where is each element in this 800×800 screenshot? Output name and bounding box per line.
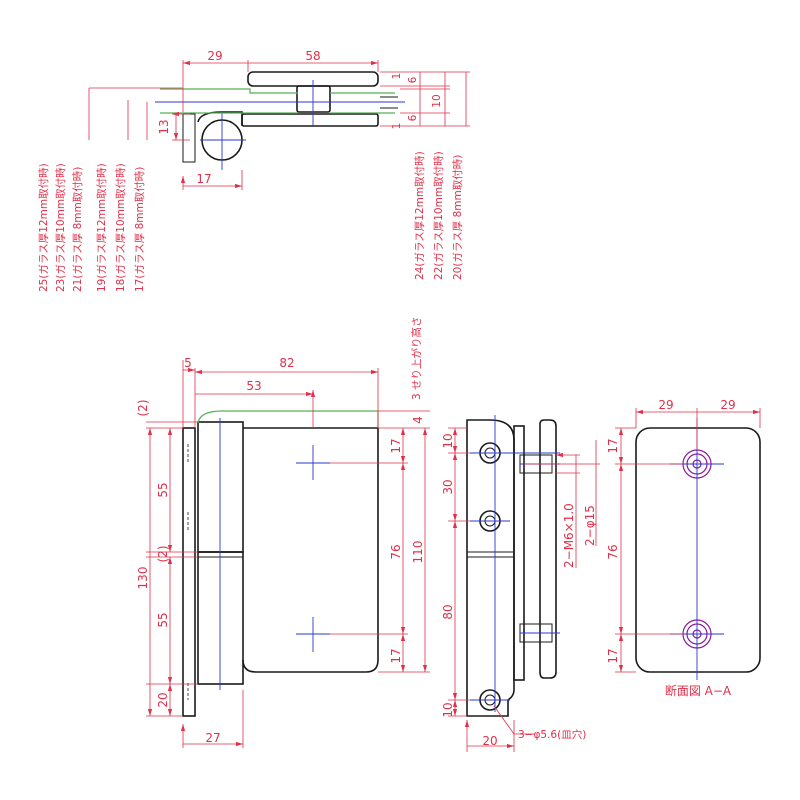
dim-76-sec: 76 bbox=[606, 544, 620, 559]
dim-17-sec-top: 17 bbox=[606, 438, 620, 453]
note-left-6: 17(ガラス厚 8mm取付時) bbox=[133, 167, 146, 292]
note-right-3: 20(ガラス厚 8mm取付時) bbox=[451, 155, 464, 280]
dim-5: 5 bbox=[184, 356, 192, 370]
note-right-1: 24(ガラス厚12mm取付時) bbox=[413, 151, 426, 280]
section-view-dimensions: 29 29 17 76 17 bbox=[606, 398, 760, 673]
dim-29-right: 29 bbox=[720, 398, 735, 412]
dim-55-lower: 55 bbox=[156, 612, 170, 627]
front-view-outline bbox=[182, 410, 379, 717]
note-left-1: 25(ガラス厚12mm取付時) bbox=[37, 163, 50, 292]
dim-1-bottom: 1 bbox=[391, 123, 403, 130]
dim-2-middle: (2) bbox=[156, 546, 170, 563]
dim-2-top: (2) bbox=[136, 400, 150, 417]
section-view-outline bbox=[635, 418, 761, 680]
dim-1-top: 1 bbox=[391, 73, 403, 80]
dim-55-upper: 55 bbox=[156, 482, 170, 497]
dim-30: 30 bbox=[441, 479, 455, 494]
dim-130: 130 bbox=[136, 567, 150, 590]
dim-6-top: 6 bbox=[407, 76, 419, 83]
dim-6-bottom: 6 bbox=[407, 114, 419, 121]
dim-20-width: 20 bbox=[482, 734, 497, 748]
bore-spec: 2−φ15 bbox=[583, 505, 597, 546]
note-left-4: 19(ガラス厚12mm取付時) bbox=[95, 163, 108, 292]
note-left-3: 21(ガラス厚 8mm取付時) bbox=[71, 167, 84, 292]
thread-spec: 2−M6×1.0 bbox=[562, 503, 576, 568]
dim-82: 82 bbox=[279, 356, 294, 370]
dim-10-bottom: 10 bbox=[441, 702, 455, 717]
side-view-dimensions: 10 30 80 10 20 2−M6×1.0 2−φ15 3−φ5.6(皿穴) bbox=[441, 427, 600, 752]
dim-10-top: 10 bbox=[441, 433, 455, 448]
hole-spec: 3−φ5.6(皿穴) bbox=[518, 728, 586, 741]
top-view-left-notes: 25(ガラス厚12mm取付時) 23(ガラス厚10mm取付時) 21(ガラス厚 … bbox=[37, 163, 146, 292]
rise-height-note: 3 せり上がり高さ bbox=[410, 316, 423, 400]
side-view: 10 30 80 10 20 2−M6×1.0 2−φ15 3−φ5.6(皿穴) bbox=[441, 415, 600, 752]
dim-17-sec-bottom: 17 bbox=[606, 648, 620, 663]
section-caption: 断面図 A−A bbox=[665, 683, 732, 698]
dim-110: 110 bbox=[411, 541, 425, 564]
dim-29: 29 bbox=[207, 49, 222, 63]
dim-17-lower: 17 bbox=[389, 648, 403, 663]
dim-29-left: 29 bbox=[658, 398, 673, 412]
top-view-outline bbox=[155, 71, 405, 170]
note-right-2: 22(ガラス厚10mm取付時) bbox=[432, 151, 445, 280]
top-view: 29 58 17 13 1 6 10 6 1 25(ガラス厚12mm取付時) 2… bbox=[37, 49, 470, 292]
note-left-5: 18(ガラス厚10mm取付時) bbox=[114, 163, 127, 292]
top-view-glass bbox=[160, 88, 395, 114]
top-view-dimensions: 29 58 17 13 1 6 10 6 1 bbox=[88, 49, 470, 190]
dim-53: 53 bbox=[246, 379, 261, 393]
section-view: 29 29 17 76 17 断面図 A−A bbox=[606, 398, 760, 698]
dim-76: 76 bbox=[389, 544, 403, 559]
dim-10: 10 bbox=[431, 94, 443, 107]
front-view: 5 82 53 27 (2) 55 (2) 130 55 20 bbox=[136, 316, 430, 748]
dim-13: 13 bbox=[157, 119, 171, 134]
dim-17-upper: 17 bbox=[389, 438, 403, 453]
front-view-dimensions: 5 82 53 27 (2) 55 (2) 130 55 20 bbox=[136, 316, 430, 748]
dim-58: 58 bbox=[305, 49, 320, 63]
dim-27: 27 bbox=[205, 731, 220, 745]
top-view-right-notes: 24(ガラス厚12mm取付時) 22(ガラス厚10mm取付時) 20(ガラス厚 … bbox=[413, 151, 464, 280]
dim-17-bottom: 17 bbox=[196, 172, 211, 186]
dim-4: 4 bbox=[411, 416, 425, 424]
side-view-outline bbox=[466, 415, 560, 717]
dim-20: 20 bbox=[156, 692, 170, 707]
note-left-2: 23(ガラス厚10mm取付時) bbox=[54, 163, 67, 292]
dim-80: 80 bbox=[441, 604, 455, 619]
